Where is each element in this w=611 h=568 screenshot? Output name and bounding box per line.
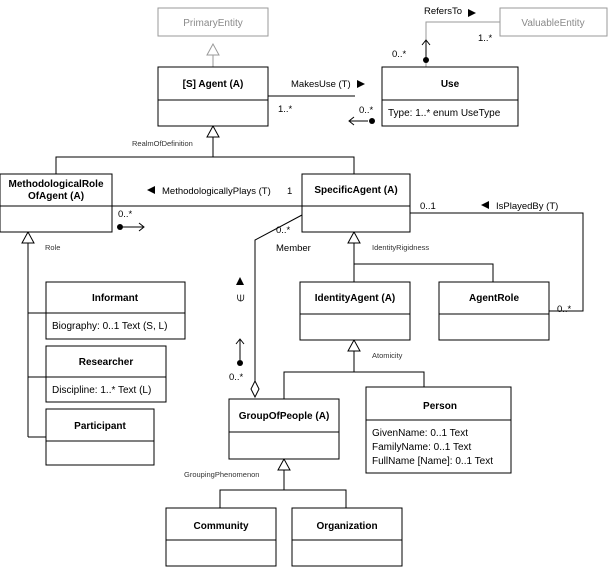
association-refers-to bbox=[425, 21, 500, 67]
class-person[interactable]: Person GivenName: 0..1 Text FamilyName: … bbox=[365, 386, 512, 474]
class-group-of-people-name: GroupOfPeople (A) bbox=[239, 411, 330, 422]
is-played-by-mult-source: 0..1 bbox=[420, 201, 436, 212]
methodologically-plays-navigation-marker bbox=[117, 222, 145, 232]
generalization-agent-primary-entity bbox=[206, 42, 220, 67]
member-symbol: ∈ bbox=[236, 294, 247, 302]
class-specific-agent-name: SpecificAgent (A) bbox=[314, 185, 397, 196]
generalization-grouping-phenomenon bbox=[219, 457, 347, 508]
class-valuable-entity-name: ValuableEntity bbox=[521, 18, 584, 29]
class-agent[interactable]: [S] Agent (A) bbox=[157, 66, 269, 127]
class-researcher[interactable]: Researcher Discipline: 1..* Text (L) bbox=[45, 345, 167, 403]
class-organization-name: Organization bbox=[316, 521, 377, 532]
class-researcher-name: Researcher bbox=[79, 357, 134, 368]
refers-to-mult-target: 1..* bbox=[478, 33, 493, 44]
makes-use-mult-target: 0..* bbox=[359, 105, 374, 116]
makes-use-direction-arrow bbox=[357, 80, 365, 88]
is-played-by-label: IsPlayedBy (T) bbox=[496, 201, 558, 212]
class-agent-role-name: AgentRole bbox=[469, 293, 519, 304]
is-played-by-mult-target: 0..* bbox=[557, 304, 572, 315]
refers-to-direction-arrow bbox=[468, 9, 476, 17]
class-researcher-attribute-discipline: Discipline: 1..* Text (L) bbox=[52, 385, 151, 396]
methodologically-plays-mult-source: 1 bbox=[287, 186, 292, 197]
generalization-realm-of-definition bbox=[55, 124, 355, 174]
generalization-role bbox=[21, 230, 46, 438]
class-agent-name: [S] Agent (A) bbox=[183, 79, 244, 90]
class-use-attribute-type: Type: 1..* enum UseType bbox=[388, 108, 501, 119]
methodologically-plays-mult-target: 0..* bbox=[118, 209, 133, 220]
member-label: Member bbox=[276, 243, 311, 254]
refers-to-mult-source: 0..* bbox=[392, 49, 407, 60]
class-community[interactable]: Community bbox=[165, 507, 277, 567]
association-member bbox=[250, 214, 303, 399]
association-is-played-by bbox=[410, 212, 584, 312]
class-participant[interactable]: Participant bbox=[45, 408, 155, 466]
class-primary-entity[interactable]: PrimaryEntity bbox=[157, 7, 269, 37]
class-methodological-role-name-line1: MethodologicalRole bbox=[9, 179, 104, 190]
class-group-of-people[interactable]: GroupOfPeople (A) bbox=[228, 398, 340, 460]
methodologically-plays-direction-arrow bbox=[147, 186, 155, 194]
refers-to-navigation-marker bbox=[421, 39, 431, 63]
class-informant-attribute-biography: Biography: 0..1 Text (S, L) bbox=[52, 321, 167, 332]
realm-of-definition-label: RealmOfDefinition bbox=[132, 139, 193, 148]
class-methodological-role-name-line2: OfAgent (A) bbox=[28, 191, 84, 202]
makes-use-label: MakesUse (T) bbox=[291, 79, 351, 90]
member-mult-source: 0..* bbox=[276, 225, 291, 236]
makes-use-navigation-marker bbox=[348, 116, 375, 126]
generalization-atomicity bbox=[283, 338, 425, 399]
class-agent-role[interactable]: AgentRole bbox=[438, 281, 550, 341]
class-use[interactable]: Use Type: 1..* enum UseType bbox=[381, 66, 519, 127]
role-label: Role bbox=[45, 243, 60, 252]
class-informant-name: Informant bbox=[92, 293, 139, 304]
makes-use-mult-source: 1..* bbox=[278, 104, 293, 115]
class-identity-agent-name: IdentityAgent (A) bbox=[315, 293, 396, 304]
class-participant-name: Participant bbox=[74, 421, 126, 432]
class-use-name: Use bbox=[441, 79, 460, 90]
generalization-identity-rigidness bbox=[347, 230, 494, 282]
member-navigation-marker bbox=[235, 338, 245, 366]
class-specific-agent[interactable]: SpecificAgent (A) bbox=[301, 173, 411, 233]
atomicity-label: Atomicity bbox=[372, 351, 403, 360]
is-played-by-direction-arrow bbox=[481, 201, 489, 209]
class-person-attribute-family-name: FamilyName: 0..1 Text bbox=[372, 442, 472, 453]
grouping-phenomenon-label: GroupingPhenomenon bbox=[184, 470, 259, 479]
class-identity-agent[interactable]: IdentityAgent (A) bbox=[299, 281, 411, 341]
class-primary-entity-name: PrimaryEntity bbox=[183, 18, 242, 29]
class-person-name: Person bbox=[423, 401, 457, 412]
methodologically-plays-label: MethodologicallyPlays (T) bbox=[162, 186, 271, 197]
class-organization[interactable]: Organization bbox=[291, 507, 403, 567]
class-person-attribute-given-name: GivenName: 0..1 Text bbox=[372, 428, 468, 439]
class-informant[interactable]: Informant Biography: 0..1 Text (S, L) bbox=[45, 281, 186, 340]
refers-to-label: RefersTo bbox=[424, 6, 462, 17]
member-mult-target: 0..* bbox=[229, 372, 244, 383]
class-valuable-entity[interactable]: ValuableEntity bbox=[499, 7, 608, 37]
identity-rigidness-label: IdentityRigidness bbox=[372, 243, 429, 252]
member-direction-arrow bbox=[236, 277, 244, 285]
class-methodological-role-of-agent[interactable]: MethodologicalRole OfAgent (A) bbox=[0, 173, 113, 233]
class-person-attribute-full-name: FullName [Name]: 0..1 Text bbox=[372, 456, 493, 467]
class-community-name: Community bbox=[194, 521, 249, 532]
